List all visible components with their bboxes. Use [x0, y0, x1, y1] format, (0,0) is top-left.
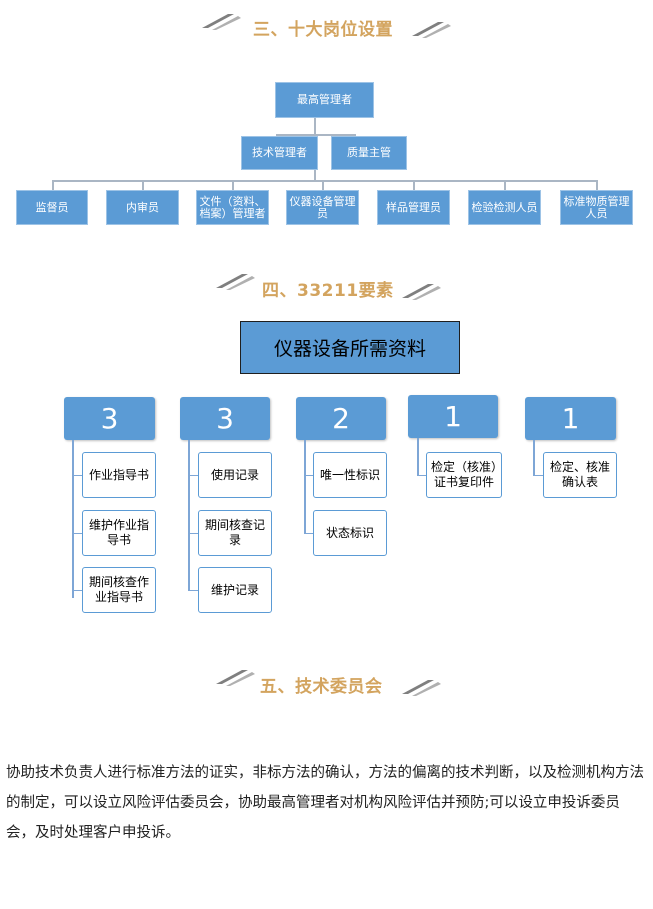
org-box-quality-supervisor: 质量主管: [331, 136, 407, 170]
item-calibration-confirmation-form: 检定、核准确认表: [543, 452, 617, 498]
org-box-reference-material-manager: 标准物质管理人员: [560, 190, 633, 225]
item-unique-identifier: 唯一性标识: [313, 452, 387, 498]
org-connector: [276, 134, 356, 136]
section-title-positions: 三、十大岗位设置: [253, 20, 393, 40]
brush-stroke-right-icon: [412, 22, 451, 38]
org-connector: [52, 180, 597, 182]
column-connector: [72, 475, 82, 476]
item-usage-record: 使用记录: [198, 452, 272, 498]
org-connector: [232, 180, 234, 190]
number-box-2: 3: [180, 397, 270, 440]
item-work-instruction: 作业指导书: [82, 452, 156, 498]
committee-paragraph: 协助技术负责人进行标准方法的证实，非标方法的确认，方法的偏离的技术判断，以及检测…: [6, 765, 644, 841]
column-connector: [417, 475, 426, 476]
org-box-technical-manager: 技术管理者: [241, 136, 318, 170]
column-connector: [188, 533, 198, 534]
column-connector: [72, 590, 82, 591]
section-title-committee: 五、技术委员会: [260, 677, 383, 697]
column-connector: [304, 475, 313, 476]
org-connector: [322, 180, 324, 190]
org-box-internal-auditor: 内审员: [106, 190, 179, 225]
column-connector: [533, 440, 535, 475]
item-maintenance-instruction: 维护作业指导书: [82, 510, 156, 556]
item-period-check-instruction: 期间核查作业指导书: [82, 567, 156, 613]
section-title-elements: 四、33211要素: [262, 281, 394, 301]
org-connector: [142, 180, 144, 190]
number-box-5: 1: [525, 397, 616, 440]
org-connector: [504, 180, 506, 190]
column-connector: [304, 533, 313, 534]
item-period-check-record: 期间核查记录: [198, 510, 272, 556]
org-box-testing-staff: 检验检测人员: [468, 190, 541, 225]
number-box-4: 1: [408, 395, 498, 438]
org-box-equipment-manager: 仪器设备管理员: [286, 190, 359, 225]
org-connector: [596, 180, 598, 190]
number-box-3: 2: [296, 397, 386, 440]
org-connector: [314, 118, 316, 136]
column-connector: [72, 440, 74, 598]
column-connector: [304, 440, 306, 533]
item-status-identifier: 状态标识: [313, 510, 387, 556]
column-connector: [72, 533, 82, 534]
item-calibration-certificate-copy: 检定（核准）证书复印件: [426, 452, 502, 498]
brush-stroke-right-icon: [402, 680, 441, 696]
org-connector: [52, 180, 54, 190]
brush-stroke-right-icon: [402, 284, 441, 300]
org-box-document-manager: 文件（资料、档案）管理者: [196, 190, 269, 225]
column-connector: [188, 475, 198, 476]
column-connector: [417, 438, 419, 475]
column-connector: [188, 440, 190, 590]
brush-stroke-left-icon: [216, 670, 255, 686]
equipment-docs-header: 仪器设备所需资料: [240, 321, 460, 374]
brush-stroke-left-icon: [202, 14, 241, 30]
number-box-1: 3: [64, 397, 155, 440]
org-connector: [413, 180, 415, 190]
brush-stroke-left-icon: [216, 274, 255, 290]
org-box-top-manager: 最高管理者: [275, 82, 374, 118]
column-connector: [533, 475, 543, 476]
org-box-sample-manager: 样品管理员: [377, 190, 450, 225]
org-box-supervisor: 监督员: [16, 190, 88, 225]
column-connector: [188, 590, 198, 591]
item-maintenance-record: 维护记录: [198, 567, 272, 613]
